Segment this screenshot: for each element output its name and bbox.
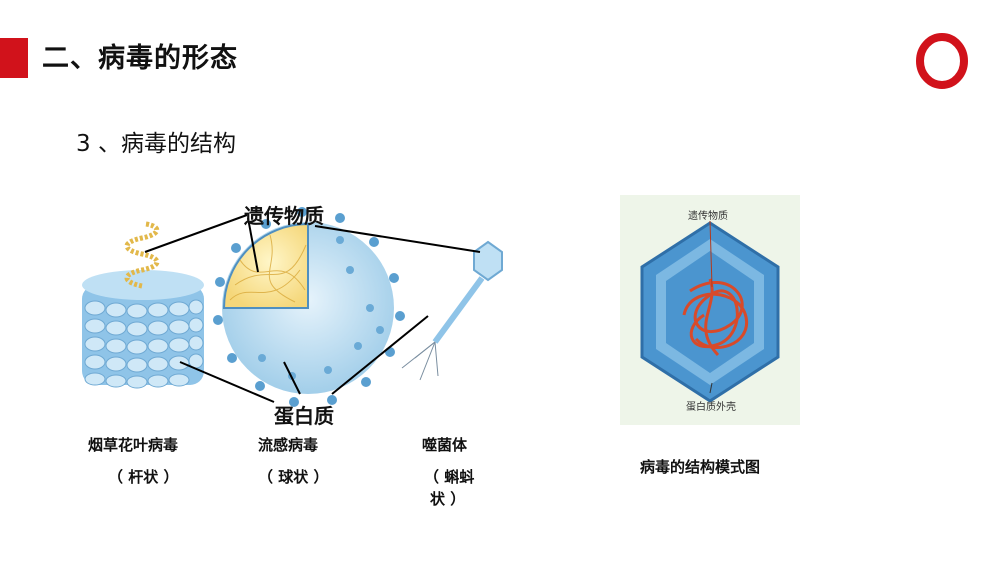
virus-shape-tadpole-line1: （ 蝌蚪 <box>424 468 475 486</box>
label-genetic-material: 遗传物质 <box>244 204 324 228</box>
model-label-genetic-material: 遗传物质 <box>688 211 728 222</box>
virus-name-tobacco-mosaic: 烟草花叶病毒 <box>88 436 179 454</box>
virus-shape-rod: （ 杆状 ） <box>108 468 179 486</box>
header-accent-bar <box>0 38 28 78</box>
virus-shape-tadpole-line2: 状 ） <box>430 490 466 508</box>
tobacco-mosaic-virus-image <box>82 221 204 389</box>
influenza-virus-image <box>213 207 405 407</box>
virus-structure-model-image <box>620 195 800 425</box>
model-label-protein-coat: 蛋白质外壳 <box>686 402 736 413</box>
virus-shapes-illustration <box>82 207 503 407</box>
page-title: 二、病毒的形态 <box>42 43 238 74</box>
virus-name-bacteriophage: 噬菌体 <box>422 436 468 454</box>
red-ring-icon <box>916 33 968 89</box>
label-protein: 蛋白质 <box>274 404 334 428</box>
section-subtitle: 3 、病毒的结构 <box>76 131 236 157</box>
virus-name-influenza: 流感病毒 <box>258 436 319 454</box>
bacteriophage-image <box>401 240 503 381</box>
model-caption: 病毒的结构模式图 <box>640 458 761 476</box>
virus-shape-sphere: （ 球状 ） <box>258 468 329 486</box>
